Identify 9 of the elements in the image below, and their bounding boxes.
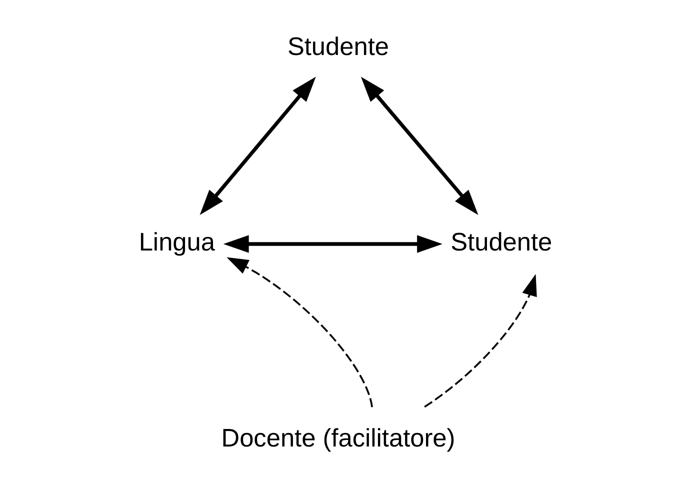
node-text: Lingua [138,228,214,257]
arrow [424,274,536,408]
arrow [222,235,442,253]
arrow [226,257,372,408]
arrow [199,76,316,215]
arrow [360,76,478,215]
node-text: Studente [286,32,389,61]
node-text: Studente [450,228,552,257]
node-text: Docente (facilitatore) [220,424,455,452]
